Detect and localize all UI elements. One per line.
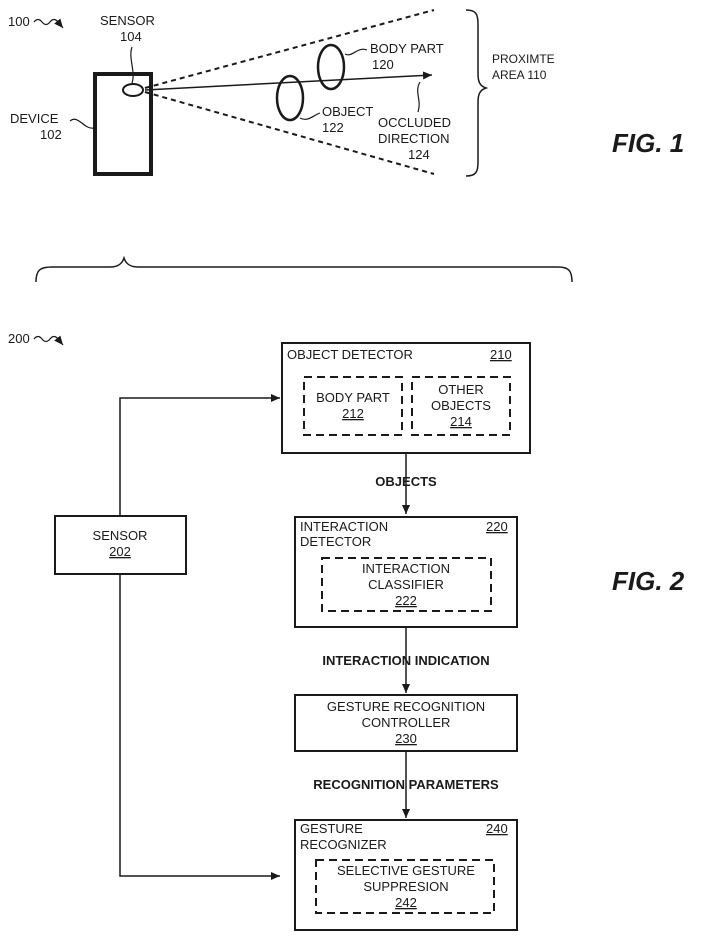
gesture-recognizer-number: 240 — [486, 821, 508, 836]
fig2-ref-squiggle — [33, 335, 64, 346]
device-label: DEVICE — [10, 111, 59, 126]
other-objects-214-line1: OTHER — [438, 382, 484, 397]
objects-flow-label: OBJECTS — [375, 474, 437, 489]
selective-suppression-line2: SUPPRESION — [363, 879, 448, 894]
fig2-group: 200 SENSOR 202 OBJECT DETECTOR 210 BODY … — [8, 331, 685, 931]
proximate-area-line2: AREA 110 — [492, 68, 547, 82]
sensor-label: SENSOR — [100, 13, 155, 28]
proximate-area-brace — [465, 9, 489, 177]
object-leader — [299, 112, 321, 120]
interaction-classifier-line1: INTERACTION — [362, 561, 450, 576]
sensor-leader — [130, 46, 134, 84]
object-ellipse — [275, 74, 305, 122]
other-objects-214-number: 214 — [450, 414, 472, 429]
selective-suppression-line1: SELECTIVE GESTURE — [337, 863, 475, 878]
interaction-indication-label: INTERACTION INDICATION — [322, 653, 489, 668]
interaction-classifier-box — [321, 557, 492, 612]
sensor-to-gesture-recognizer-line — [119, 574, 280, 880]
fig1-group: 100 SENSOR 104 DEVICE 102 BODY PART 120 … — [8, 9, 684, 177]
section-brace — [35, 255, 573, 283]
body-part-label: BODY PART — [370, 41, 444, 56]
sensor-to-object-detector-line — [119, 394, 280, 516]
proximate-area-line1: PROXIMTE — [492, 52, 555, 66]
gesture-recognizer-box — [294, 819, 518, 931]
gesture-recognizer-line2: RECOGNIZER — [300, 837, 387, 852]
object-detector-label: OBJECT DETECTOR — [287, 347, 413, 362]
occluded-label-line1: OCCLUDED — [378, 115, 451, 130]
interaction-detector-line2: DETECTOR — [300, 534, 371, 549]
occluded-label-line2: DIRECTION — [378, 131, 450, 146]
sensor-number: 104 — [120, 29, 142, 44]
fig1-ref-squiggle — [33, 18, 64, 29]
fig1-ref-number: 100 — [8, 14, 30, 29]
object-label: OBJECT — [322, 104, 373, 119]
selective-suppression-box — [315, 859, 495, 914]
device-body — [93, 72, 153, 176]
occluded-number: 124 — [408, 147, 430, 162]
fov-upper-edge — [144, 9, 435, 89]
body-part-ellipse — [316, 43, 346, 91]
interaction-classifier-line2: CLASSIFIER — [368, 577, 444, 592]
body-part-number: 120 — [372, 57, 394, 72]
device-number: 102 — [40, 127, 62, 142]
interaction-detector-number: 220 — [486, 519, 508, 534]
interaction-detector-line1: INTERACTION — [300, 519, 388, 534]
occluded-direction-arrow — [144, 71, 433, 91]
sensor-202-label: SENSOR — [93, 528, 148, 543]
selective-suppression-number: 242 — [395, 895, 417, 910]
sensor-202-number: 202 — [109, 544, 131, 559]
body-part-212-number: 212 — [342, 406, 364, 421]
fig2-ref-number: 200 — [8, 331, 30, 346]
object-number: 122 — [322, 120, 344, 135]
occluded-leader — [417, 81, 421, 113]
gesture-recognizer-line1: GESTURE — [300, 821, 363, 836]
recognition-parameters-label: RECOGNITION PARAMETERS — [313, 777, 499, 792]
object-detector-number: 210 — [490, 347, 512, 362]
device-leader — [69, 118, 95, 129]
fig1-title: FIG. 1 — [612, 128, 684, 158]
sensor-lens — [122, 83, 144, 97]
other-objects-214-line2: OBJECTS — [431, 398, 491, 413]
interaction-classifier-number: 222 — [395, 593, 417, 608]
gesture-controller-line2: CONTROLLER — [362, 715, 451, 730]
gesture-controller-number: 230 — [395, 731, 417, 746]
body-part-leader — [344, 48, 368, 56]
fig2-title: FIG. 2 — [612, 566, 685, 596]
body-part-212-label: BODY PART — [316, 390, 390, 405]
gesture-controller-line1: GESTURE RECOGNITION — [327, 699, 485, 714]
